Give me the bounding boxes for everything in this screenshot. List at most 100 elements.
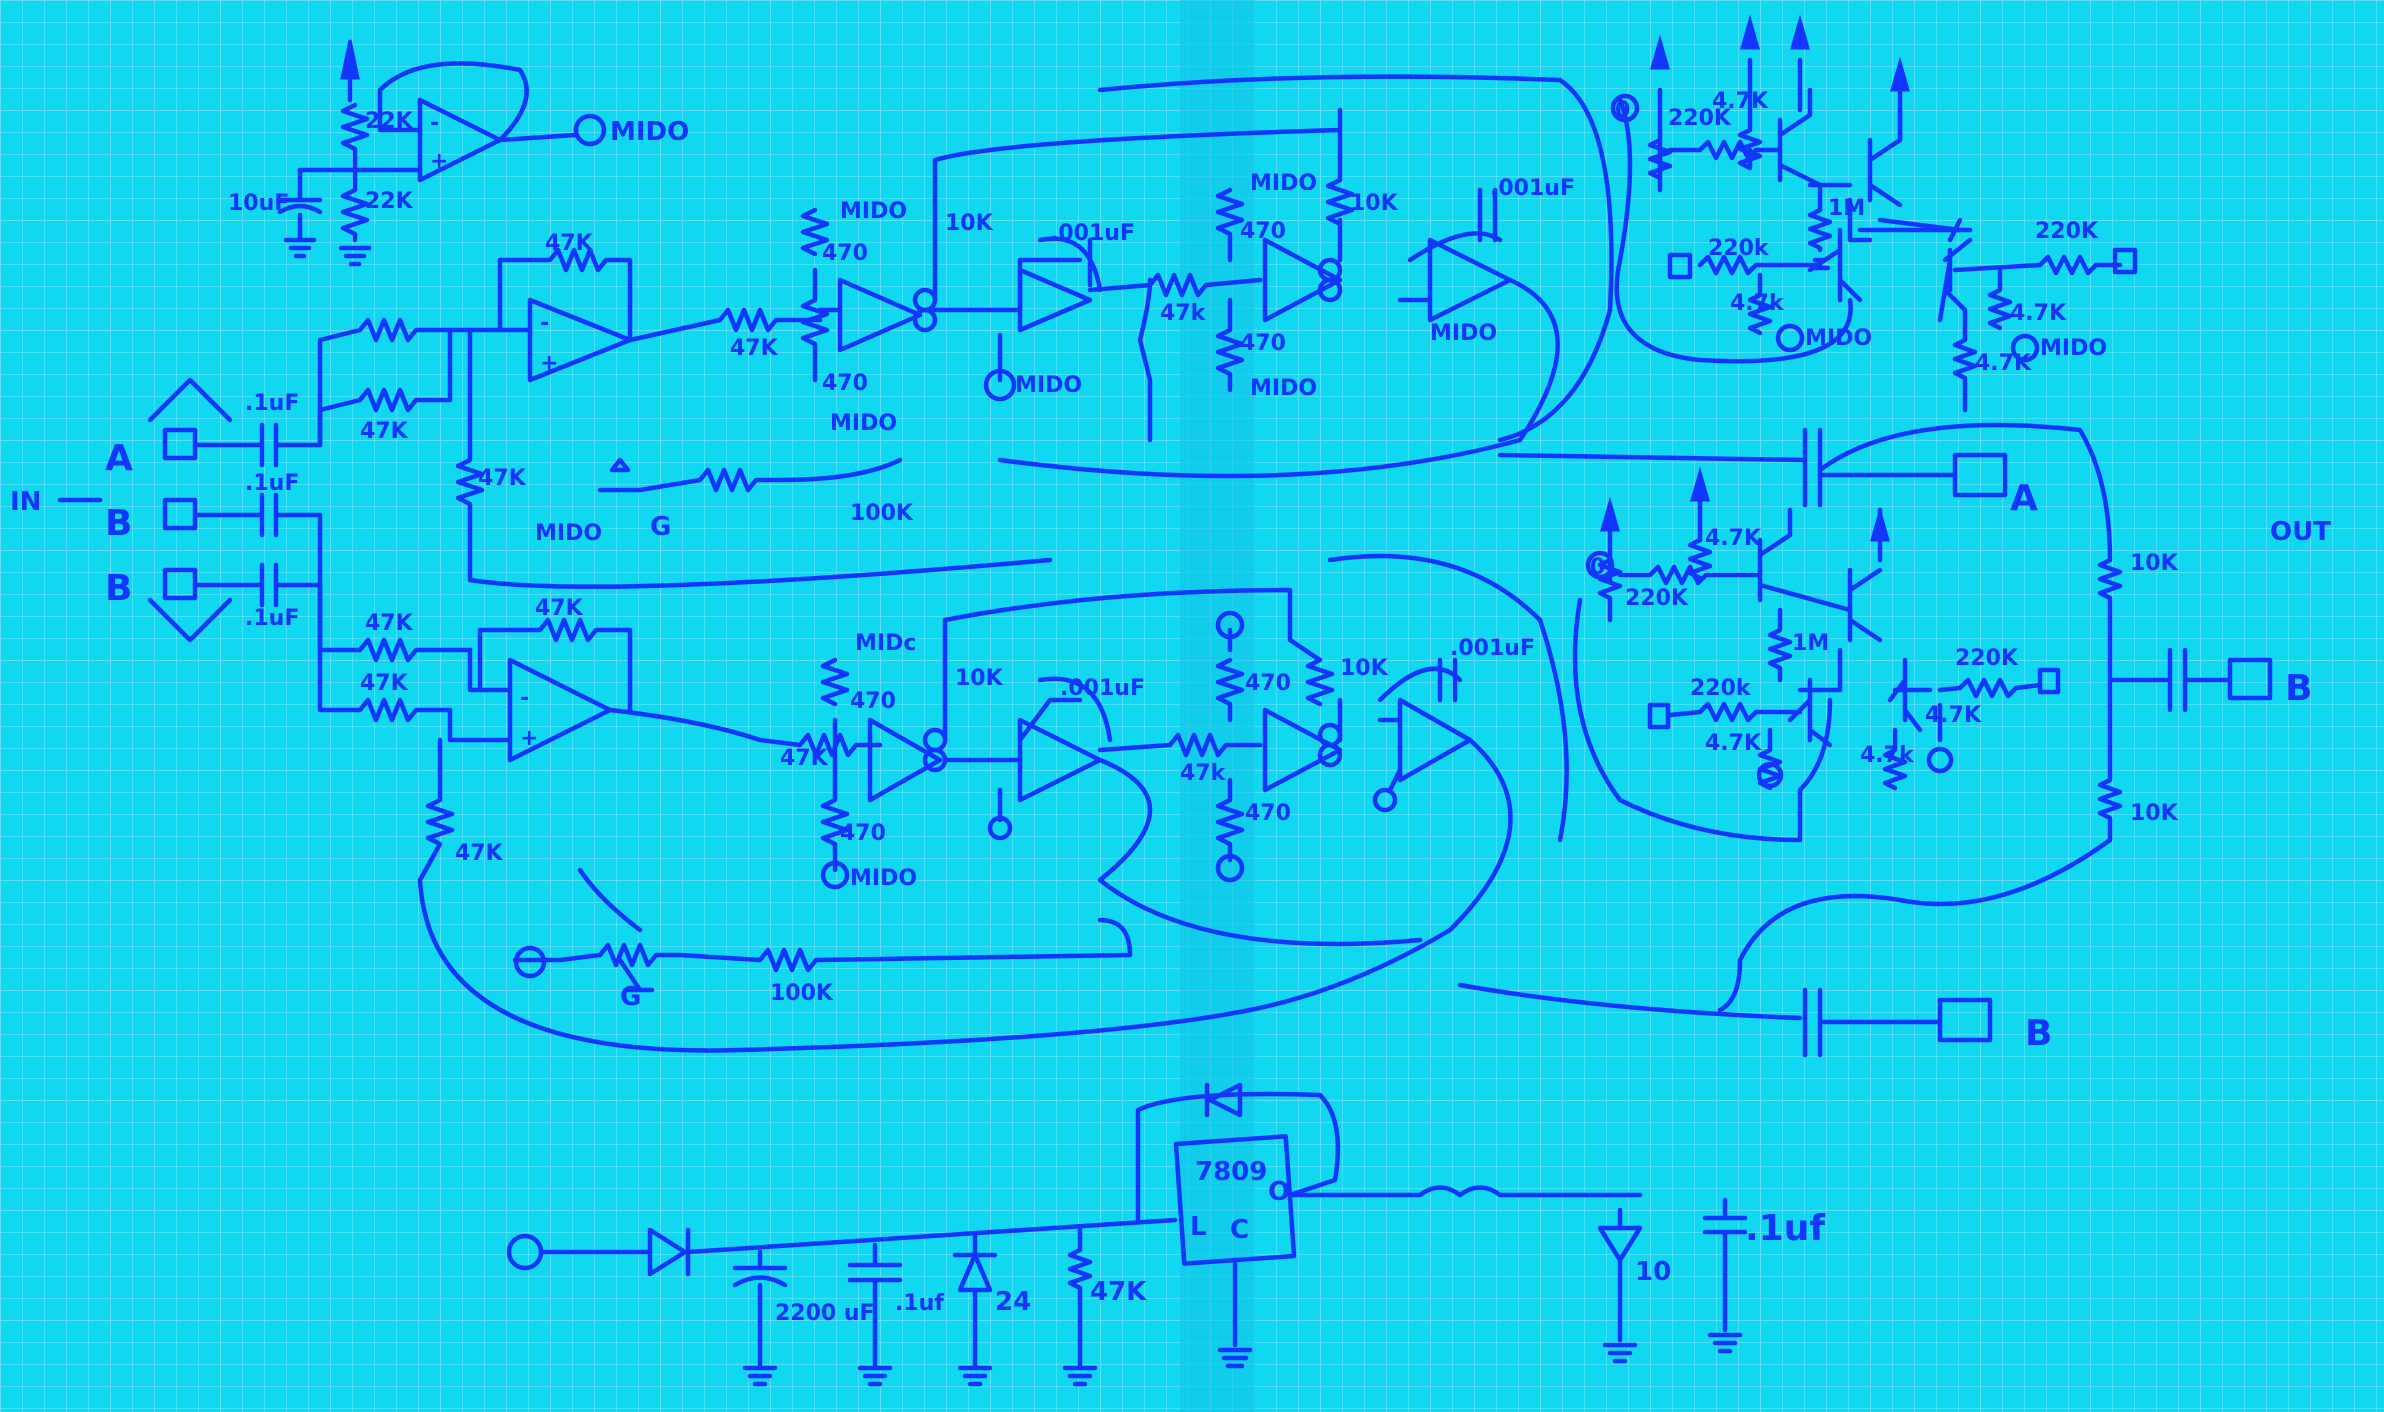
label-u-r1: 47K (360, 0, 409, 6)
label-l-cap-a: .001uF (1060, 676, 1145, 701)
label-l-470c: 470 (1245, 671, 1291, 696)
label-lt-47k-b: 4.7K (1705, 731, 1762, 756)
label-ps-zener10: 10 (1635, 1257, 1671, 1287)
label-u-mido-a: MIDO (840, 199, 907, 224)
label-l-470d: 470 (1245, 801, 1291, 826)
label-u-fb: 47K (545, 231, 594, 256)
svg-text:+: + (540, 351, 558, 376)
label-out-10k-b: 10K (2130, 801, 2179, 826)
label-bias-mido: MIDO (610, 117, 689, 147)
label-bias-r1: 22K (365, 109, 414, 134)
label-cin-1: .1uF (245, 391, 299, 416)
label-u-r3: 47K (730, 336, 779, 361)
label-u-mido-b: MIDO (830, 411, 897, 436)
label-lt-1m: 1M (1792, 631, 1829, 656)
label-lt-220k-a: 220K (1625, 586, 1689, 611)
upper-channel: - + (317, 74, 1614, 589)
label-cin-3: .1uF (245, 606, 299, 631)
label-l-r4: 47K (455, 841, 504, 866)
label-u-10k-b: 10K (1350, 191, 1399, 216)
output-network (1457, 422, 2273, 1058)
label-ut-47k: 4.7K (1712, 89, 1769, 114)
label-u-470a: 470 (822, 241, 868, 266)
label-l-470b: 470 (840, 821, 886, 846)
label-out-b2: B (2025, 1013, 2052, 1054)
label-u-mido-d: MIDO (1250, 171, 1317, 196)
label-ut-47k-d: 4.7K (1975, 351, 2032, 376)
label-lt-220k-c: 220K (1955, 646, 2019, 671)
label-u-470b: 470 (822, 371, 868, 396)
label-ps-c: C (1230, 1215, 1249, 1245)
label-u-mido-c: MIDO (1015, 373, 1082, 398)
label-l-r2: 47K (360, 671, 409, 696)
label-l-midc: MIDc (855, 631, 916, 656)
label-ps-7809: 7809 (1195, 1157, 1267, 1187)
label-u-mido-pot: MIDO (535, 521, 602, 546)
upper-transistor-stage (1610, 14, 2138, 413)
label-u-r2: 47K (360, 419, 409, 444)
label-l-mido: MIDO (850, 866, 917, 891)
lower-channel: - + (317, 512, 1569, 1053)
svg-text:+: + (430, 149, 448, 174)
power-supply (506, 1082, 1748, 1387)
label-u-100k: 100K (850, 501, 914, 526)
input-arrows (57, 377, 233, 643)
label-l-10k-b: 10K (1340, 656, 1389, 681)
label-l-470a: 470 (850, 689, 896, 714)
label-ut-mido-a: MIDO (1805, 326, 1872, 351)
label-ps-2200uf: 2200 uF (775, 1301, 875, 1326)
label-lt-47k-a: 4.7K (1705, 526, 1762, 551)
label-ut-220k-c: 220K (2035, 219, 2099, 244)
label-lt-47k-c: 4.7K (1925, 703, 1982, 728)
input-caps (192, 422, 323, 608)
svg-text:-: - (430, 111, 439, 136)
label-ut-1m: 1M (1828, 196, 1865, 221)
label-out-a: A (2010, 478, 2038, 519)
label-out-10k-a: 10K (2130, 551, 2179, 576)
label-ut-220k-b: 220k (1708, 236, 1770, 261)
label-ps-l: L (1190, 1212, 1207, 1242)
label-l-100k: 100K (770, 981, 834, 1006)
lower-transistor-stage (1572, 466, 2061, 843)
label-u-470d: 470 (1240, 331, 1286, 356)
label-input-a: A (105, 438, 133, 479)
label-u-10k-a: 10K (945, 211, 994, 236)
label-l-10k-a: 10K (955, 666, 1004, 691)
label-cin-2: .1uF (245, 471, 299, 496)
label-ut-mido-b: MIDO (2040, 336, 2107, 361)
label-lt-220k-b: 220k (1690, 676, 1752, 701)
label-l-g: G (620, 982, 641, 1012)
svg-text:+: + (520, 726, 538, 751)
label-u-mido-e: MIDO (1250, 376, 1317, 401)
label-ps-zener24: 24 (995, 1287, 1031, 1317)
label-u-470c: 470 (1240, 219, 1286, 244)
label-u-47k-b: 47k (1160, 301, 1207, 326)
label-ut-0: 0 (1615, 98, 1630, 123)
binding-fold (1180, 0, 1255, 1412)
label-u-cap-b: .001uF (1490, 176, 1575, 201)
label-lt-0: 0 (1590, 555, 1605, 580)
label-bias-cap: 10uF (228, 191, 289, 216)
label-u-cap-a: .001uF (1050, 221, 1135, 246)
label-ps-o: O (1268, 1177, 1290, 1207)
label-input-b1: B (105, 503, 132, 544)
label-l-47k-b: 47k (1180, 761, 1227, 786)
label-ut-220k-a: 220K (1668, 106, 1732, 131)
label-ps-47k: 47K (1090, 1277, 1147, 1307)
label-ut-47k-c: 4.7K (2010, 301, 2067, 326)
label-l-fb: 47K (535, 596, 584, 621)
label-l-r3: 47K (780, 746, 829, 771)
svg-text:-: - (540, 311, 549, 336)
label-in: IN (10, 487, 41, 517)
label-ps-cap-out: .1uf (1745, 1208, 1825, 1249)
label-l-r1: 47K (365, 611, 414, 636)
label-ps-cap2: .1uf (895, 1291, 944, 1316)
label-u-r4: 47K (478, 466, 527, 491)
label-l-cap-b: .001uF (1450, 636, 1535, 661)
label-u-mido-f: MIDO (1430, 321, 1497, 346)
label-ut-47k-b: 4.7k (1730, 291, 1785, 316)
label-bias-r2: 22K (365, 189, 414, 214)
label-out: OUT (2270, 517, 2331, 547)
